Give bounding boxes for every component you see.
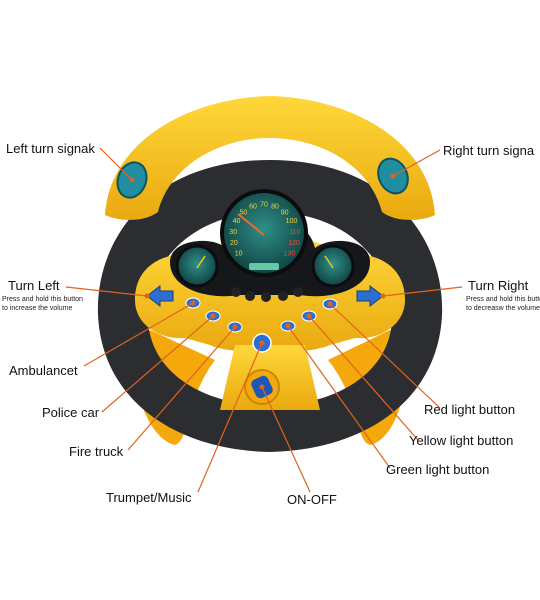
- label-turn-right: Turn Right: [468, 278, 529, 293]
- left-gauge-needle: [196, 255, 206, 269]
- turn-right-button[interactable]: [356, 284, 384, 308]
- speed-tick-label: 130: [284, 250, 296, 257]
- right-small-gauge: [311, 244, 355, 288]
- speed-tick-label: 110: [289, 229, 300, 236]
- left-small-gauge: [175, 244, 219, 288]
- speed-tick-label: 30: [229, 229, 237, 236]
- speed-tick-label: 10: [235, 250, 243, 257]
- speedometer-needle: [237, 213, 265, 236]
- speedometer-display: [249, 263, 279, 270]
- speed-tick-label: 70: [260, 202, 268, 209]
- label-turn-left: Turn Left: [8, 278, 60, 293]
- label-right-turn-signal: Right turn signa: [443, 143, 535, 158]
- label-yellow-light: Yellow light button: [409, 433, 514, 448]
- label-turn-right-note-1: Press and hold this button: [466, 296, 540, 303]
- leader-lines: [65, 147, 463, 493]
- label-green-light: Green light button: [386, 462, 490, 477]
- speed-tick-label: 40: [233, 218, 241, 225]
- cluster-knob: [261, 292, 271, 302]
- cluster-knob: [245, 291, 255, 301]
- label-on-off: ON-OFF: [287, 492, 337, 507]
- cluster-knob: [231, 287, 241, 297]
- cluster-knob: [293, 287, 303, 297]
- label-turn-left-note-2: to increase the volume: [2, 305, 73, 312]
- label-turn-right-note-2: to decreasw the volume: [466, 305, 540, 312]
- cluster-knob: [278, 291, 288, 301]
- label-turn-left-note-1: Press and hold this button: [2, 296, 83, 303]
- label-police-car: Police car: [42, 405, 100, 420]
- speed-tick-label: 60: [249, 204, 257, 211]
- speed-tick-label: 50: [240, 209, 248, 216]
- wheel-rim: [97, 160, 443, 452]
- speed-tick-label: 120: [288, 240, 300, 247]
- right-gauge-needle: [324, 255, 334, 269]
- label-left-turn-signal: Left turn signak: [6, 141, 95, 156]
- turn-left-button[interactable]: [146, 284, 174, 308]
- label-fire-truck: Fire truck: [69, 444, 124, 459]
- wheel-top-arch: [105, 96, 435, 220]
- speedometer-gauge: [220, 189, 308, 277]
- speed-tick-label: 90: [281, 209, 289, 216]
- label-trumpet-music: Trumpet/Music: [106, 490, 192, 505]
- speed-tick-label: 20: [230, 240, 238, 247]
- label-ambulance: Ambulancet: [9, 363, 78, 378]
- speed-tick-label: 80: [271, 204, 279, 211]
- speed-tick-label: 100: [286, 218, 298, 225]
- label-red-light: Red light button: [424, 402, 516, 417]
